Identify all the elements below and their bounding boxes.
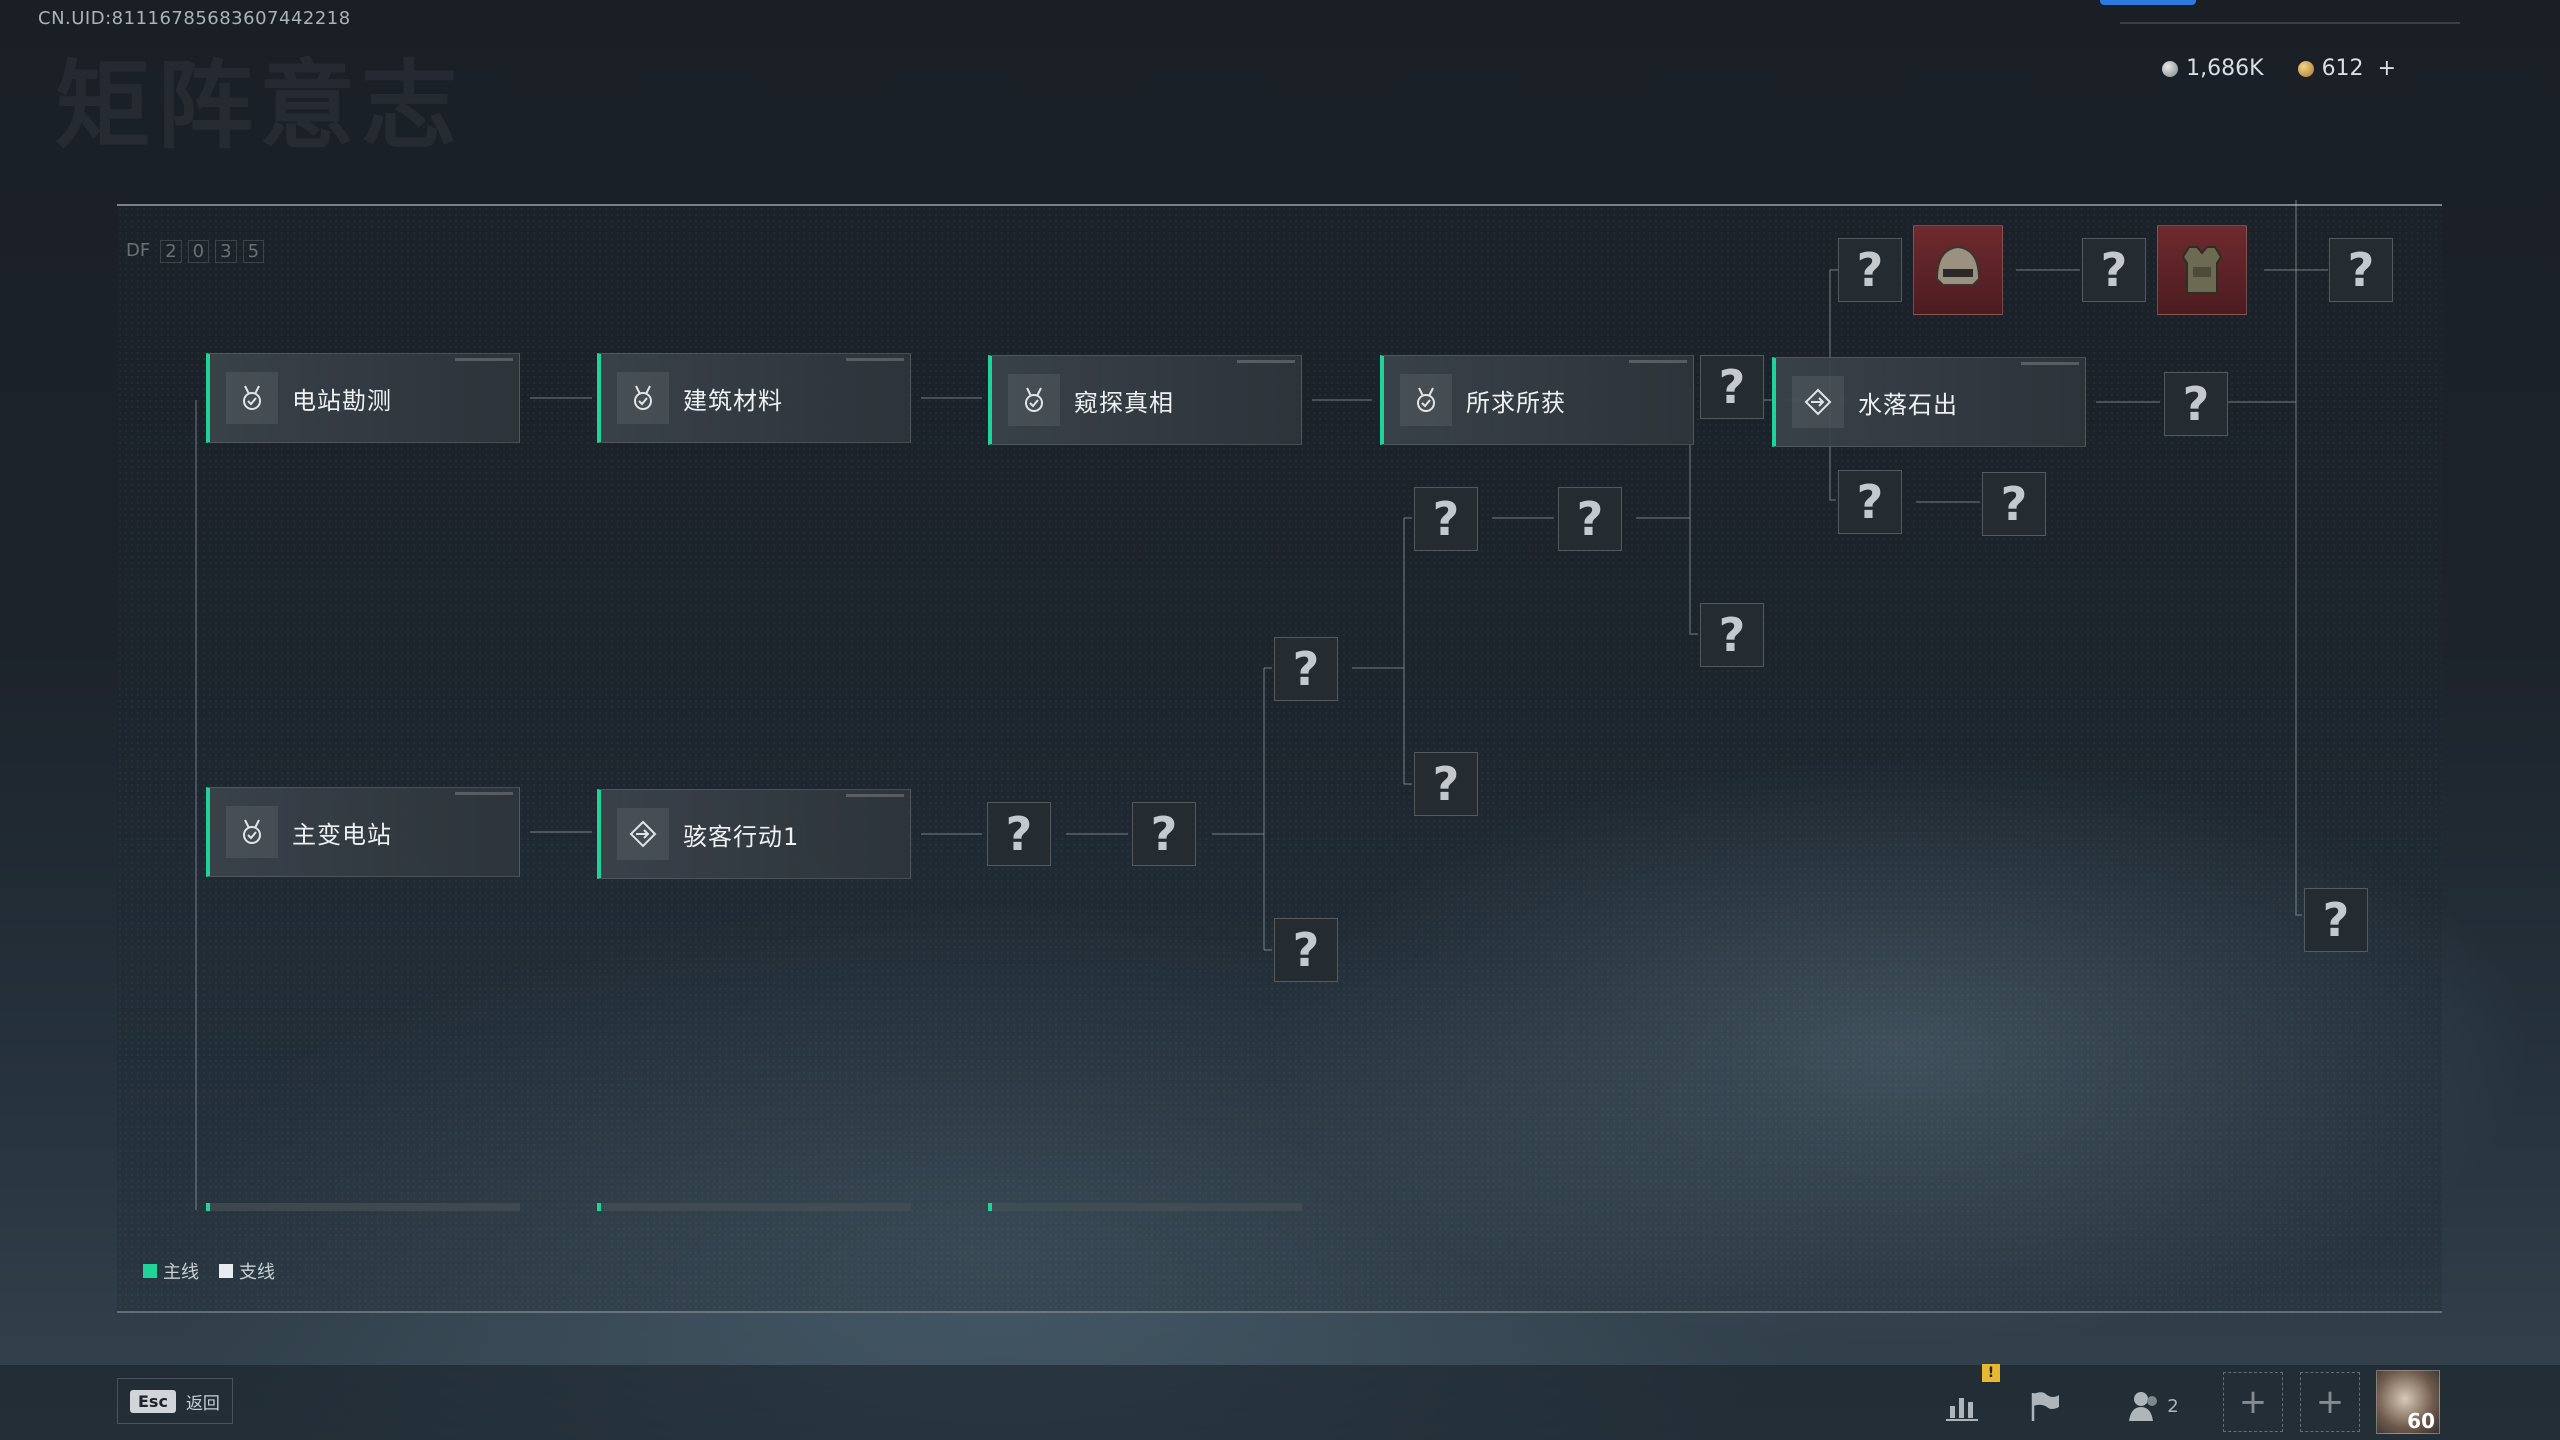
add-slot-button-1[interactable]: +	[2223, 1372, 2283, 1432]
quest-label: 窥探真相	[1074, 388, 1174, 417]
df-code: DF 2 0 3 5	[122, 240, 265, 263]
medal-check-icon	[226, 806, 278, 858]
unknown-quest-node[interactable]: ?	[1414, 752, 1478, 816]
background-title: 矩阵意志	[55, 50, 463, 162]
medal-check-icon	[617, 372, 669, 424]
legend-main: 主线	[143, 1258, 199, 1284]
silver-coin-icon	[2162, 60, 2179, 77]
back-button[interactable]: Esc 返回	[117, 1378, 233, 1424]
df-code-char: 5	[242, 240, 265, 263]
top-divider	[2120, 22, 2460, 24]
legend-swatch	[143, 1264, 157, 1278]
quest-card-partial[interactable]	[988, 1203, 1302, 1211]
quest-card-partial[interactable]	[597, 1203, 911, 1211]
top-tab-indicator[interactable]	[2100, 0, 2196, 5]
player-level: 60	[2407, 1409, 2435, 1433]
silver-currency: 1,686K	[2162, 56, 2264, 81]
df-code-char: 3	[215, 240, 237, 263]
legend: 主线 支线	[143, 1258, 275, 1284]
unknown-quest-node[interactable]: ?	[1558, 487, 1622, 551]
gold-currency[interactable]: 612 +	[2297, 56, 2396, 81]
unknown-quest-node[interactable]: ?	[2082, 238, 2146, 302]
df-code-char: 2	[160, 240, 182, 263]
unknown-quest-node[interactable]: ?	[1274, 918, 1338, 982]
quest-card-7[interactable]: 骇客行动1	[597, 789, 911, 879]
quest-card-3[interactable]: 窥探真相	[988, 355, 1302, 445]
team-icon	[2129, 1392, 2158, 1421]
unknown-quest-node[interactable]: ?	[1982, 472, 2046, 536]
esc-key: Esc	[130, 1389, 176, 1413]
diamond-arrow-icon	[617, 808, 669, 860]
card-tag	[846, 794, 904, 797]
unknown-quest-node[interactable]: ?	[2164, 372, 2228, 436]
unknown-quest-node[interactable]: ?	[1700, 355, 1764, 419]
quest-card-2[interactable]: 建筑材料	[597, 353, 911, 443]
legend-label: 主线	[163, 1262, 199, 1283]
legend-swatch	[219, 1264, 233, 1278]
unknown-quest-node[interactable]: ?	[1838, 470, 1902, 534]
legend-side: 支线	[219, 1258, 275, 1284]
unknown-quest-node[interactable]: ?	[1838, 238, 1902, 302]
quest-card-5[interactable]: 水落石出	[1772, 357, 2086, 447]
card-tag	[846, 358, 904, 361]
card-tag	[2021, 362, 2079, 365]
currency-bar: 1,686K 612 +	[2162, 56, 2396, 81]
legend-label: 支线	[239, 1262, 275, 1283]
silver-amount: 1,686K	[2186, 56, 2264, 81]
add-slot-button-2[interactable]: +	[2300, 1372, 2360, 1432]
helmet-icon	[1935, 245, 1981, 286]
team-count: 2	[2167, 1395, 2179, 1417]
add-gold-button[interactable]: +	[2377, 56, 2396, 81]
player-avatar[interactable]: 60	[2376, 1370, 2440, 1434]
card-tag	[1237, 360, 1295, 363]
quest-card-6[interactable]: 主变电站	[206, 787, 520, 877]
unknown-quest-node[interactable]: ?	[2304, 888, 2368, 952]
medal-check-icon	[1008, 374, 1060, 426]
bar-chart-icon	[1946, 1398, 1978, 1421]
unknown-quest-node[interactable]: ?	[2329, 238, 2393, 302]
quest-label: 水落石出	[1858, 390, 1958, 419]
reward-armor[interactable]	[2157, 225, 2247, 315]
quest-label: 建筑材料	[683, 386, 783, 415]
df-code-char: DF	[126, 240, 151, 261]
quest-card-partial[interactable]	[206, 1203, 520, 1211]
unknown-quest-node[interactable]: ?	[1700, 603, 1764, 667]
back-label: 返回	[185, 1393, 220, 1414]
df-code-char: 0	[187, 240, 210, 263]
medal-check-icon	[226, 372, 278, 424]
quest-card-1[interactable]: 电站勘测	[206, 353, 520, 443]
armor-vest-icon	[2181, 246, 2223, 294]
bottom-bar	[0, 1365, 2560, 1440]
quest-label: 骇客行动1	[683, 822, 800, 851]
alert-badge: !	[1982, 1364, 2000, 1382]
medal-check-icon	[1400, 374, 1452, 426]
unknown-quest-node[interactable]: ?	[1414, 487, 1478, 551]
unknown-quest-node[interactable]: ?	[987, 802, 1051, 866]
team-button[interactable]: 2	[2118, 1378, 2188, 1434]
gold-coin-icon	[2297, 60, 2314, 77]
quest-label: 主变电站	[292, 820, 392, 849]
flag-icon	[2031, 1392, 2059, 1421]
card-tag	[455, 358, 513, 361]
quest-label: 电站勘测	[292, 386, 392, 415]
gold-amount: 612	[2321, 56, 2364, 81]
card-tag	[455, 792, 513, 795]
diamond-arrow-icon	[1792, 376, 1844, 428]
quest-card-4[interactable]: 所求所获	[1380, 355, 1694, 445]
stats-button[interactable]	[1940, 1378, 1984, 1434]
unknown-quest-node[interactable]: ?	[1274, 637, 1338, 701]
unknown-quest-node[interactable]: ?	[1132, 802, 1196, 866]
card-tag	[1629, 360, 1687, 363]
reward-helmet[interactable]	[1913, 225, 2003, 315]
uid-label: CN.UID:8111678568360744221​8	[38, 8, 351, 29]
quest-label: 所求所获	[1466, 388, 1566, 417]
flag-button[interactable]	[2022, 1378, 2066, 1434]
